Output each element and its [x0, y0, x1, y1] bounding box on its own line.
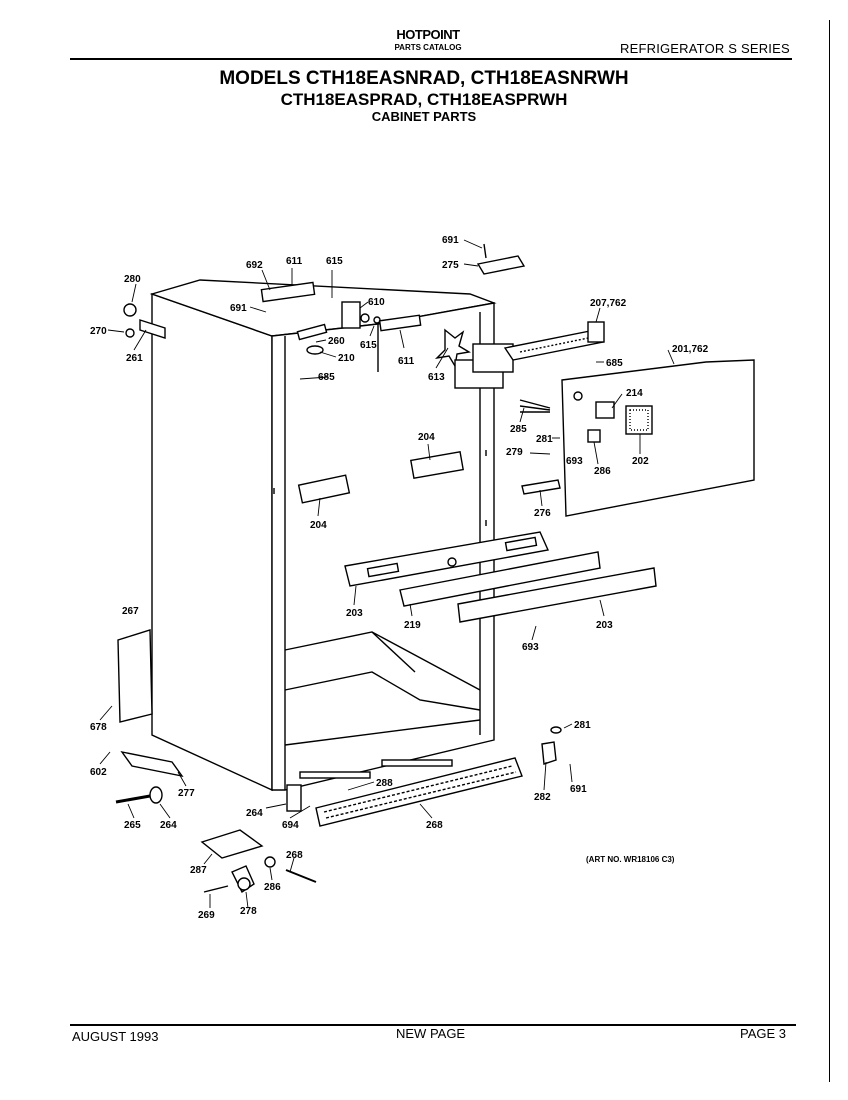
part-label-691: 691	[442, 235, 459, 246]
top-mount-parts	[123, 243, 526, 355]
side-plate	[117, 629, 184, 778]
rails	[344, 531, 657, 623]
catalog-label: PARTS CATALOG	[394, 43, 462, 52]
part-label-693: 693	[566, 456, 583, 467]
part-labels: 691 275 692 611 615 280 270 261 691 610 …	[90, 235, 709, 921]
part-label-685: 685	[606, 358, 623, 369]
part-label-277: 277	[178, 788, 195, 799]
part-label-610: 610	[368, 297, 385, 308]
part-label-260: 260	[328, 336, 345, 347]
part-label-210: 210	[338, 353, 355, 364]
part-label-615: 615	[360, 340, 377, 351]
part-label-691: 691	[230, 303, 247, 314]
section-title: CABINET PARTS	[371, 109, 477, 124]
part-label-204: 204	[310, 520, 327, 531]
part-label-693: 693	[522, 642, 539, 653]
part-label-264: 264	[160, 820, 177, 831]
brand-name: HOTPOINT	[396, 27, 460, 42]
models-title-line-1: MODELS CTH18EASNRAD, CTH18EASNRWH	[219, 68, 629, 89]
part-label-288: 288	[376, 778, 393, 789]
part-label-269: 269	[198, 910, 215, 921]
part-label-265: 265	[124, 820, 141, 831]
part-label-201-762: 201,762	[672, 344, 709, 355]
part-label-694: 694	[282, 820, 299, 831]
part-label-278: 278	[240, 906, 257, 917]
footer-note: NEW PAGE	[396, 1026, 466, 1041]
part-label-685: 685	[318, 372, 335, 383]
series-label: REFRIGERATOR S SERIES	[620, 41, 790, 56]
part-label-267: 267	[122, 606, 139, 617]
part-label-611: 611	[398, 356, 415, 367]
models-title-line-2: CTH18EASPRAD, CTH18EASPRWH	[280, 90, 568, 109]
part-label-270: 270	[90, 326, 107, 337]
leveling-parts	[115, 786, 317, 894]
part-label-285: 285	[510, 424, 527, 435]
part-label-279: 279	[506, 447, 523, 458]
part-label-692: 692	[246, 260, 263, 271]
footer-rule	[70, 1024, 796, 1026]
part-label-678: 678	[90, 722, 107, 733]
part-label-602: 602	[90, 767, 107, 778]
part-label-281: 281	[574, 720, 591, 731]
part-label-268: 268	[286, 850, 303, 861]
part-label-264: 264	[246, 808, 263, 819]
part-label-282: 282	[534, 792, 551, 803]
part-label-275: 275	[442, 260, 459, 271]
footer-date: AUGUST 1993	[72, 1029, 159, 1044]
part-label-286: 286	[594, 466, 611, 477]
part-label-613: 613	[428, 372, 445, 383]
grille	[315, 757, 523, 827]
part-label-615: 615	[326, 256, 343, 267]
part-label-219: 219	[404, 620, 421, 631]
header-rule	[70, 58, 792, 60]
front-right-bracket	[541, 726, 562, 765]
control-panel	[519, 359, 755, 517]
cabinet-body	[149, 279, 497, 812]
part-label-280: 280	[124, 274, 141, 285]
part-label-611: 611	[286, 256, 303, 267]
part-label-281: 281	[536, 434, 553, 445]
part-label-207-762: 207,762	[590, 298, 627, 309]
part-label-203: 203	[596, 620, 613, 631]
part-label-204: 204	[418, 432, 435, 443]
part-label-261: 261	[126, 353, 143, 364]
leader-lines	[99, 239, 675, 909]
shelf-brackets	[297, 450, 464, 504]
part-label-202: 202	[632, 456, 649, 467]
part-label-286: 286	[264, 882, 281, 893]
part-label-203: 203	[346, 608, 363, 619]
art-number: (ART NO. WR18106 C3)	[586, 855, 675, 864]
page-border	[829, 20, 830, 1082]
page-number: PAGE 3	[740, 1026, 787, 1041]
part-label-268: 268	[426, 820, 443, 831]
part-label-214: 214	[626, 388, 643, 399]
fan-motor-assembly	[434, 321, 605, 389]
part-label-691: 691	[570, 784, 587, 795]
part-label-287: 287	[190, 865, 207, 876]
part-label-276: 276	[534, 508, 551, 519]
